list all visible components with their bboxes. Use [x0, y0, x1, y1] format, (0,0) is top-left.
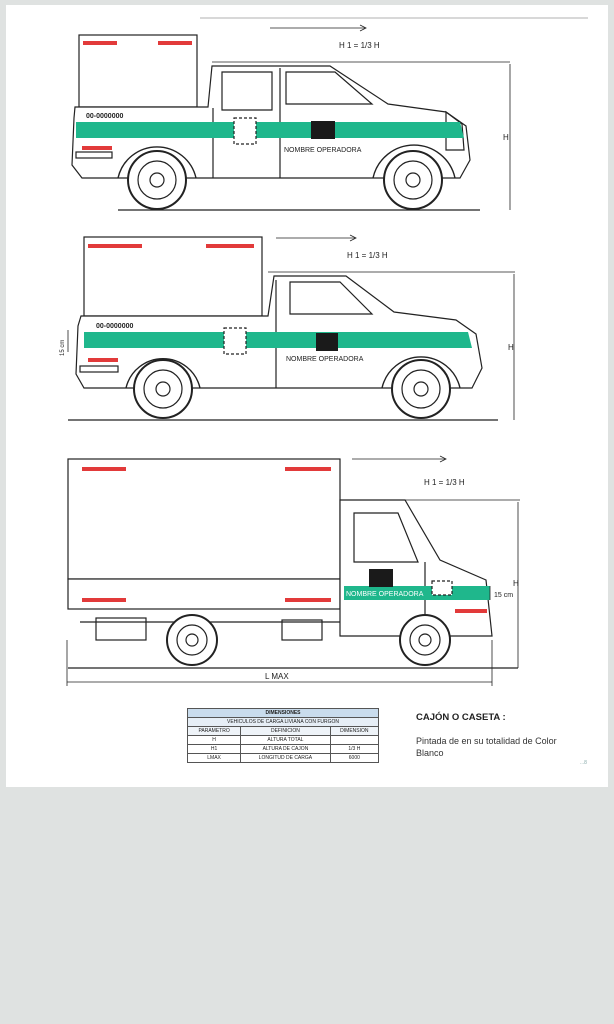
- table-header-dimension: DIMENSION: [329, 726, 380, 736]
- truck-3-h-label: H: [513, 579, 519, 588]
- truck-2-stripe-dimension: 15 cm: [60, 340, 66, 356]
- truck-3-drawing: [66, 455, 520, 686]
- note-title: CAJÓN O CASETA :: [416, 712, 506, 723]
- table-cell: H: [186, 735, 242, 745]
- truck-1-plate: 00-0000000: [86, 113, 123, 120]
- table-cell: H1: [186, 744, 242, 754]
- note-text: Pintada de en su totalidad de Color Blan…: [416, 736, 557, 758]
- truck-3-operator-name: NOMBRE OPERADORA: [346, 591, 424, 598]
- truck-2-drawing: [67, 234, 515, 421]
- truck-1-operator-name: NOMBRE OPERADORA: [284, 147, 362, 154]
- truck-1-drawing: [71, 17, 588, 211]
- truck-2-plate: 00-0000000: [96, 323, 133, 330]
- table-cell: ALTURA TOTAL: [240, 735, 331, 745]
- table-header-definicion: DEFINICION: [240, 726, 331, 736]
- table-header-parametro: PARAMETRO: [186, 726, 242, 736]
- truck-2-h1-label: H 1 = 1/3 H: [347, 251, 388, 260]
- table-cell: LMAX: [186, 753, 242, 763]
- table-cell: ALTURA DE CAJON: [240, 744, 331, 754]
- truck-1-h-label: H: [503, 133, 509, 142]
- table-cell: 1/3 H: [329, 744, 380, 754]
- table-cell: [329, 735, 380, 745]
- table-cell: LONGITUD DE CARGA: [240, 753, 331, 763]
- truck-3-h1-label: H 1 = 1/3 H: [424, 478, 465, 487]
- table-row: H1 ALTURA DE CAJON 1/3 H: [186, 744, 380, 754]
- table-row: H ALTURA TOTAL: [186, 735, 380, 745]
- truck-3-length-label: L MAX: [265, 672, 289, 681]
- table-row: LMAX LONGITUD DE CARGA 6000: [186, 753, 380, 763]
- table-cell: 6000: [329, 753, 380, 763]
- dimensions-table: DIMENSIONES VEHICULOS DE CARGA LIVIANA C…: [186, 708, 380, 763]
- truck-3-stripe-dimension: 15 cm: [494, 592, 513, 599]
- table-title: DIMENSIONES: [187, 708, 379, 718]
- table-subtitle: VEHICULOS DE CARGA LIVIANA CON FURGON: [187, 717, 379, 727]
- truck-1-h1-label: H 1 = 1/3 H: [339, 41, 380, 50]
- truck-2-h-label: H: [508, 343, 514, 352]
- truck-2-operator-name: NOMBRE OPERADORA: [286, 356, 364, 363]
- corner-mark: ...8: [580, 760, 587, 766]
